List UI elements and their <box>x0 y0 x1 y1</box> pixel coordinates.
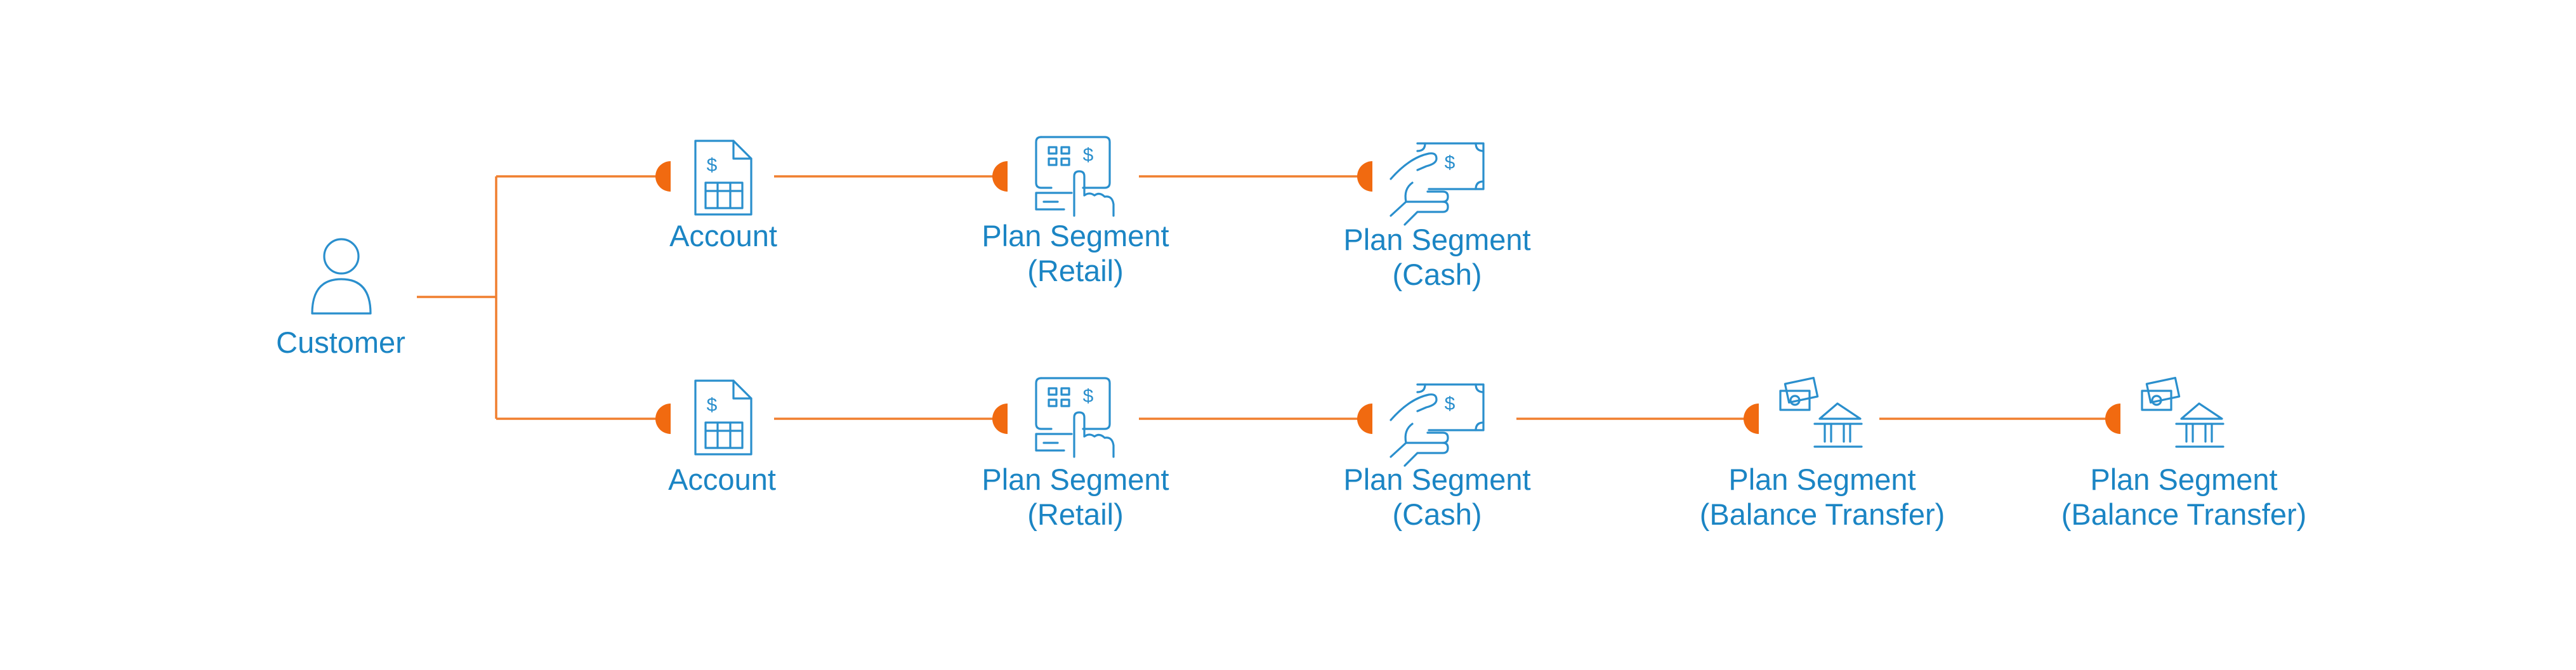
node-cash-1: $ Plan Segment (Cash) <box>1343 142 1531 291</box>
bank-transfer-icon <box>1779 376 1863 448</box>
node-retail-2: $ Plan Segment (Retail) <box>982 377 1169 531</box>
node-retail-1: $ Plan Segment (Retail) <box>982 136 1169 287</box>
cash-label-line1: Plan Segment <box>1343 223 1530 256</box>
node-cash-2: $ Plan Segment (Cash) <box>1343 383 1531 531</box>
retail-label-line1: Plan Segment <box>982 219 1169 253</box>
pos-terminal-icon <box>1035 136 1115 217</box>
customer-label: Customer <box>276 325 405 359</box>
cash-in-hand-icon <box>1390 142 1485 226</box>
bank-transfer-icon <box>2141 376 2224 448</box>
account-statement-icon <box>694 140 752 216</box>
retail-label-line1: Plan Segment <box>982 463 1169 496</box>
dollar-glyph: $ <box>707 395 718 416</box>
cash-label-line1: Plan Segment <box>1343 463 1530 496</box>
retail-label-line2: (Retail) <box>1027 497 1123 531</box>
dollar-glyph: $ <box>1083 386 1094 407</box>
account-label: Account <box>669 219 777 253</box>
bt2-label-line1: Plan Segment <box>2090 463 2277 496</box>
cash-label-line2: (Cash) <box>1392 258 1482 291</box>
account-statement-icon <box>694 379 752 456</box>
port-cash-2 <box>1357 404 1372 434</box>
port-retail-1 <box>992 161 1008 192</box>
cash-in-hand-icon <box>1390 383 1485 467</box>
bt1-label-line2: (Balance Transfer) <box>1700 497 1945 531</box>
cash-label-line2: (Cash) <box>1392 497 1482 531</box>
port-account-2 <box>655 404 671 434</box>
bt1-label-line1: Plan Segment <box>1728 463 1916 496</box>
port-retail-2 <box>992 404 1008 434</box>
port-cash-1 <box>1357 161 1372 192</box>
port-account-1 <box>655 161 671 192</box>
port-bt2-2 <box>2105 404 2120 434</box>
dollar-glyph: $ <box>1083 145 1094 166</box>
node-customer: Customer <box>276 238 405 359</box>
pos-terminal-icon <box>1035 377 1115 458</box>
node-balance-transfer-1: Plan Segment (Balance Transfer) <box>1700 376 1945 531</box>
node-account-1: $ Account <box>669 140 777 253</box>
dollar-glyph: $ <box>1445 152 1456 173</box>
port-bt1-2 <box>1744 404 1759 434</box>
node-account-2: $ Account <box>668 379 776 496</box>
dollar-glyph: $ <box>707 155 718 176</box>
account-label: Account <box>668 463 776 496</box>
dollar-glyph: $ <box>1445 393 1456 414</box>
person-icon <box>311 238 372 315</box>
node-balance-transfer-2: Plan Segment (Balance Transfer) <box>2061 376 2307 531</box>
bt2-label-line2: (Balance Transfer) <box>2061 497 2307 531</box>
retail-label-line2: (Retail) <box>1027 254 1123 287</box>
